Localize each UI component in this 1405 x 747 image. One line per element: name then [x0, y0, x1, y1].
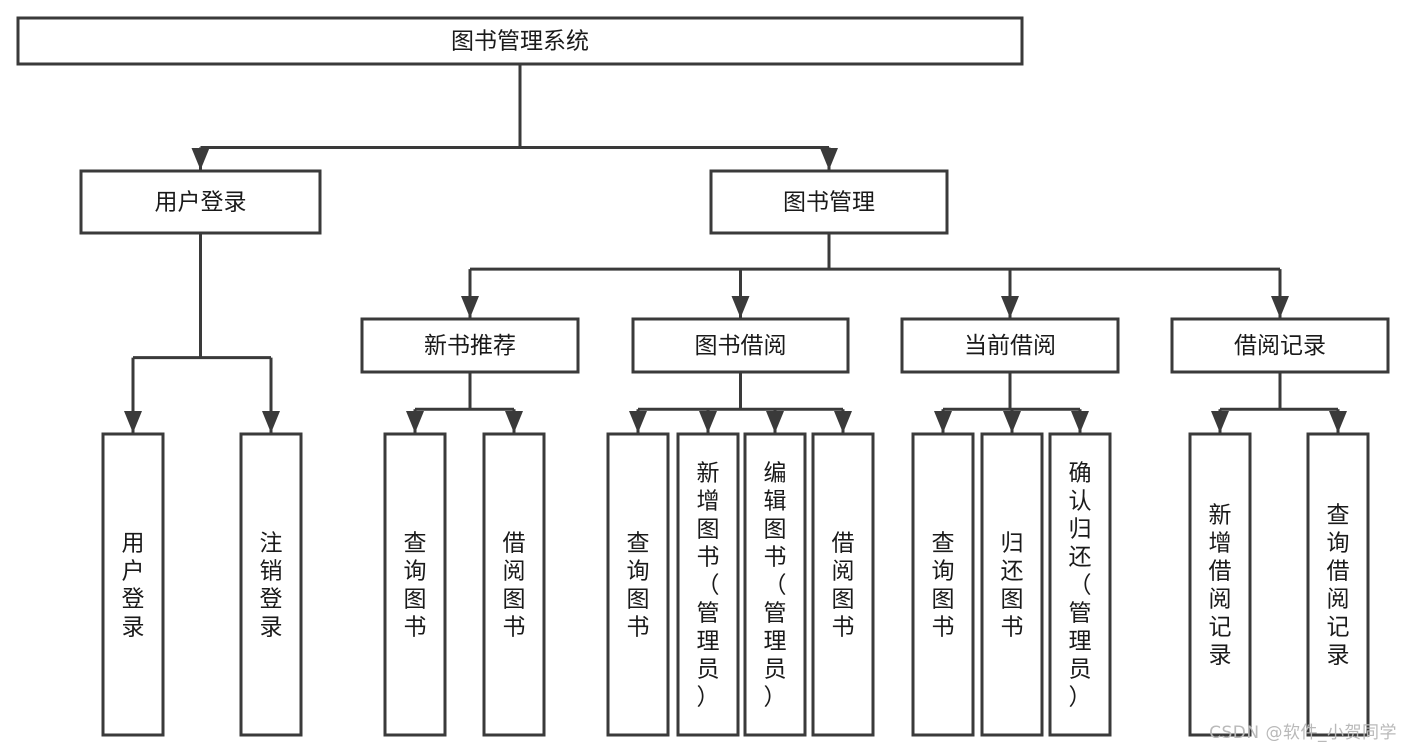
- node-label-leaf-logout: 注销登录: [260, 531, 283, 641]
- node-label-leaf-query-record: 查询借阅记录: [1327, 503, 1350, 669]
- node-box-book-borrow: [631, 317, 850, 374]
- node-label-user-login: 用户登录: [155, 190, 247, 216]
- node-leaf-return-book[interactable]: 归还图书: [980, 432, 1044, 737]
- edge-arrowhead: [699, 411, 717, 433]
- edge-arrowhead: [124, 411, 142, 433]
- node-user-login[interactable]: 用户登录: [79, 169, 322, 235]
- node-label-leaf-edit-book: 编辑图书（管理员）: [764, 461, 787, 711]
- node-label-book-borrow: 图书借阅: [695, 333, 787, 359]
- node-label-current-borrow: 当前借阅: [964, 333, 1056, 359]
- edge-arrowhead: [1001, 296, 1019, 318]
- node-box-book-manage: [709, 169, 949, 235]
- node-book-manage[interactable]: 图书管理: [709, 169, 949, 235]
- edge-arrowhead: [262, 411, 280, 433]
- node-label-leaf-add-book: 新增图书（管理员）: [697, 461, 720, 711]
- node-box-leaf-borrow-book-1: [482, 432, 546, 737]
- edge-arrowhead: [629, 411, 647, 433]
- node-box-borrow-record: [1170, 317, 1390, 374]
- node-box-leaf-confirm-return: [1048, 432, 1112, 737]
- edge-arrowhead: [834, 411, 852, 433]
- node-borrow-record[interactable]: 借阅记录: [1170, 317, 1390, 374]
- edge-arrowhead: [1271, 296, 1289, 318]
- node-label-new-book-rec: 新书推荐: [424, 333, 516, 359]
- node-label-leaf-borrow-book-1: 借阅图书: [503, 531, 526, 641]
- csdn-watermark: CSDN @软件_小贺同学: [1209, 723, 1397, 743]
- node-label-leaf-return-book: 归还图书: [1001, 531, 1024, 641]
- edge-arrowhead: [1003, 411, 1021, 433]
- edge-arrowhead: [191, 148, 210, 170]
- node-leaf-user-login[interactable]: 用户登录: [101, 432, 165, 737]
- nodes-layer: 图书管理系统用户登录图书管理新书推荐图书借阅当前借阅借阅记录用户登录注销登录查询…: [16, 16, 1390, 737]
- node-leaf-confirm-return[interactable]: 确认归还（管理员）: [1048, 432, 1112, 737]
- edges-layer: [124, 64, 1347, 433]
- node-label-root: 图书管理系统: [451, 29, 589, 55]
- node-current-borrow[interactable]: 当前借阅: [900, 317, 1120, 374]
- node-leaf-edit-book[interactable]: 编辑图书（管理员）: [743, 432, 807, 737]
- node-label-leaf-confirm-return: 确认归还（管理员）: [1069, 461, 1092, 711]
- node-box-root: [16, 16, 1024, 66]
- node-leaf-borrow-book-1[interactable]: 借阅图书: [482, 432, 546, 737]
- node-box-leaf-query-book-2: [606, 432, 670, 737]
- edge-arrowhead: [406, 411, 424, 433]
- edge-arrowhead: [766, 411, 784, 433]
- node-label-leaf-add-record: 新增借阅记录: [1209, 503, 1232, 669]
- node-box-leaf-edit-book: [743, 432, 807, 737]
- edge-arrowhead: [505, 411, 523, 433]
- edge-arrowhead: [461, 296, 479, 318]
- node-leaf-query-book-1[interactable]: 查询图书: [383, 432, 447, 737]
- node-box-user-login: [79, 169, 322, 235]
- node-leaf-add-book[interactable]: 新增图书（管理员）: [676, 432, 740, 737]
- node-leaf-query-book-3[interactable]: 查询图书: [911, 432, 975, 737]
- node-book-borrow[interactable]: 图书借阅: [631, 317, 850, 374]
- node-label-leaf-user-login: 用户登录: [122, 531, 145, 641]
- node-box-current-borrow: [900, 317, 1120, 374]
- edge-arrowhead: [934, 411, 952, 433]
- node-box-leaf-return-book: [980, 432, 1044, 737]
- node-label-leaf-query-book-1: 查询图书: [404, 531, 427, 641]
- node-label-leaf-borrow-book-2: 借阅图书: [832, 531, 855, 641]
- node-box-leaf-query-book-1: [383, 432, 447, 737]
- node-box-leaf-add-book: [676, 432, 740, 737]
- node-leaf-query-record[interactable]: 查询借阅记录: [1306, 432, 1370, 737]
- node-leaf-add-record[interactable]: 新增借阅记录: [1188, 432, 1252, 737]
- node-leaf-query-book-2[interactable]: 查询图书: [606, 432, 670, 737]
- edge-arrowhead: [1329, 411, 1347, 433]
- node-box-leaf-add-record: [1188, 432, 1252, 737]
- node-box-new-book-rec: [360, 317, 580, 374]
- node-label-leaf-query-book-3: 查询图书: [932, 531, 955, 641]
- node-box-leaf-user-login: [101, 432, 165, 737]
- node-box-leaf-borrow-book-2: [811, 432, 875, 737]
- node-leaf-borrow-book-2[interactable]: 借阅图书: [811, 432, 875, 737]
- node-box-leaf-logout: [239, 432, 303, 737]
- node-label-borrow-record: 借阅记录: [1234, 333, 1326, 359]
- edge-arrowhead: [731, 296, 750, 318]
- node-leaf-logout[interactable]: 注销登录: [239, 432, 303, 737]
- edge-arrowhead: [1071, 411, 1089, 433]
- node-root[interactable]: 图书管理系统: [16, 16, 1024, 66]
- node-box-leaf-query-record: [1306, 432, 1370, 737]
- edge-arrowhead: [820, 148, 838, 170]
- node-label-leaf-query-book-2: 查询图书: [627, 531, 650, 641]
- edge-arrowhead: [1211, 411, 1229, 433]
- node-box-leaf-query-book-3: [911, 432, 975, 737]
- node-new-book-rec[interactable]: 新书推荐: [360, 317, 580, 374]
- node-label-book-manage: 图书管理: [783, 190, 875, 216]
